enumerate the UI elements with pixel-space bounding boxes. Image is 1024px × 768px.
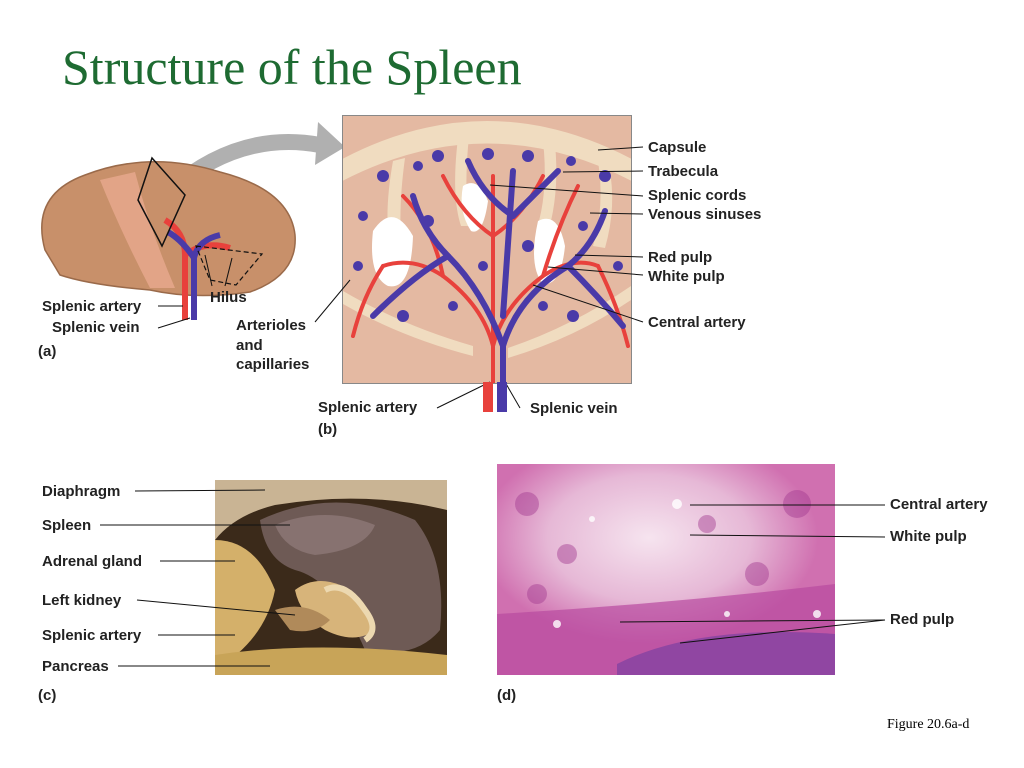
label-b-splenic-cords: Splenic cords xyxy=(648,187,747,204)
panel-a-letter: (a) xyxy=(38,343,57,360)
panel-c-letter: (c) xyxy=(38,687,57,704)
label-c-left-kidney: Left kidney xyxy=(42,592,122,609)
figure-caption: Figure 20.6a-d xyxy=(887,717,970,732)
label-c-pancreas: Pancreas xyxy=(42,658,109,675)
label-d-red-pulp: Red pulp xyxy=(890,611,955,628)
label-b-arterioles-line3: capillaries xyxy=(236,356,310,373)
label-c-splenic-artery: Splenic artery xyxy=(42,627,142,644)
label-b-red-pulp: Red pulp xyxy=(648,249,713,266)
label-b-venous-sinuses: Venous sinuses xyxy=(648,206,762,223)
label-b-splenic-artery: Splenic artery xyxy=(318,399,418,416)
label-b-arterioles-line1: Arterioles xyxy=(236,317,307,334)
label-a-hilus: Hilus xyxy=(210,289,247,306)
panel-d-letter: (d) xyxy=(497,687,517,704)
label-b-central-artery: Central artery xyxy=(648,314,746,331)
label-a-splenic-artery: Splenic artery xyxy=(42,298,142,315)
label-c-adrenal-gland: Adrenal gland xyxy=(42,553,143,570)
label-d-central-artery: Central artery xyxy=(890,496,988,513)
panel-b-section-diagram xyxy=(342,115,632,384)
label-b-trabecula: Trabecula xyxy=(648,163,719,180)
label-a-splenic-vein: Splenic vein xyxy=(52,319,140,336)
label-b-white-pulp: White pulp xyxy=(648,268,725,285)
panel-d-micrograph xyxy=(497,464,835,675)
slide-title: Structure of the Spleen xyxy=(62,39,522,95)
panel-b-letter: (b) xyxy=(318,421,338,438)
label-c-spleen: Spleen xyxy=(42,517,92,534)
panel-c-cadaver-photo xyxy=(215,480,447,675)
label-d-white-pulp: White pulp xyxy=(890,528,967,545)
label-b-capsule: Capsule xyxy=(648,139,707,156)
label-b-splenic-vein: Splenic vein xyxy=(530,400,618,417)
label-b-arterioles-line2: and xyxy=(236,337,263,354)
label-c-diaphragm: Diaphragm xyxy=(42,483,121,500)
